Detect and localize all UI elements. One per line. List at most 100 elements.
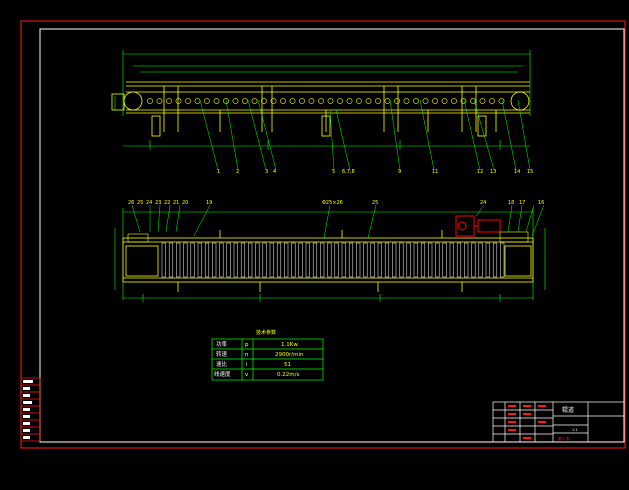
roller-slat bbox=[284, 242, 289, 278]
roller-mark bbox=[498, 98, 505, 104]
outer-frame bbox=[20, 20, 626, 449]
roller-slat bbox=[356, 242, 361, 278]
roller-mark bbox=[318, 98, 324, 104]
roller-slat bbox=[392, 242, 397, 278]
roller-mark bbox=[356, 98, 362, 104]
inner-border bbox=[39, 28, 625, 443]
roller-slat bbox=[176, 242, 181, 278]
roller-slat bbox=[370, 242, 375, 278]
roller-mark bbox=[156, 98, 163, 104]
roller-mark bbox=[460, 98, 467, 104]
part-number: 18 bbox=[508, 200, 514, 206]
spec-value: 51 bbox=[284, 362, 291, 368]
spec-symbol: v bbox=[245, 372, 249, 378]
roller-mark bbox=[337, 98, 343, 104]
part-number: 3 bbox=[265, 169, 268, 175]
roller-slat bbox=[435, 242, 440, 278]
part-number: 13 bbox=[490, 169, 496, 175]
part-number: 14 bbox=[514, 169, 520, 175]
spec-symbol: p bbox=[245, 342, 249, 348]
title-block: 辊道 1:1 第 1 张 bbox=[492, 401, 625, 443]
dimension-label: Φ25×26 bbox=[322, 200, 343, 206]
roller-mark bbox=[441, 98, 448, 104]
roller-slat bbox=[320, 242, 325, 278]
roller-mark bbox=[299, 98, 305, 104]
roller-slat bbox=[413, 242, 418, 278]
roller-mark bbox=[223, 98, 229, 104]
roller-mark bbox=[327, 98, 334, 104]
spec-name: 功率 bbox=[216, 340, 228, 348]
roller-slat bbox=[255, 242, 260, 278]
spec-value: 2900r/min bbox=[275, 352, 304, 358]
roller-slat bbox=[500, 242, 505, 278]
roller-mark bbox=[432, 98, 438, 104]
part-number: 12 bbox=[477, 169, 483, 175]
roller-mark bbox=[375, 98, 381, 104]
spec-table-title: 技术参数 bbox=[256, 329, 276, 336]
roller-slat bbox=[219, 242, 224, 278]
roller-slat bbox=[478, 242, 483, 278]
part-number: 22 bbox=[164, 200, 170, 206]
spec-name: 转速 bbox=[216, 350, 228, 358]
roller-slat bbox=[449, 242, 454, 278]
roller-slat bbox=[204, 242, 210, 278]
sheet-number: 第 1 张 bbox=[558, 436, 570, 441]
spec-value: 0.22m/s bbox=[277, 372, 299, 378]
part-number: 25 bbox=[137, 200, 143, 206]
roller-mark bbox=[232, 98, 239, 104]
roller-slat bbox=[262, 242, 267, 278]
roller-slat bbox=[168, 242, 174, 278]
elevation-view: 1 2 3 4 5 6,7,8 9 11 12 13 14 15 bbox=[111, 50, 533, 175]
roller-mark bbox=[185, 98, 191, 104]
spec-symbol: n bbox=[245, 352, 249, 358]
part-number: 23 bbox=[155, 200, 161, 206]
roller-slat bbox=[420, 242, 426, 278]
roller-slat bbox=[190, 242, 195, 278]
spec-name: 线速度 bbox=[214, 370, 231, 378]
roller-slat bbox=[442, 242, 447, 278]
part-number: 21 bbox=[173, 200, 179, 206]
roller-mark bbox=[204, 98, 210, 104]
roller-slat bbox=[348, 242, 354, 278]
roller-slat bbox=[399, 242, 404, 278]
roller-mark bbox=[489, 98, 495, 104]
roller-slat bbox=[456, 242, 462, 278]
part-number: 6,7,8 bbox=[342, 169, 355, 175]
roller-mark bbox=[365, 98, 372, 104]
spec-table: 技术参数 功率 p 1.1Kw 转速 n 2900r/min 速比 i 51 线… bbox=[211, 329, 324, 381]
roller-mark bbox=[175, 98, 182, 104]
roller-mark bbox=[346, 98, 353, 104]
part-number: 24 bbox=[480, 200, 486, 206]
part-number: 1 bbox=[217, 169, 220, 175]
roller-mark bbox=[166, 98, 172, 104]
plan-view: 26 25 24 23 22 21 20 19 Φ25×26 25 24 18 … bbox=[114, 200, 546, 302]
part-number: 24 bbox=[146, 200, 152, 206]
roller-slat bbox=[298, 242, 303, 278]
part-number: 17 bbox=[519, 200, 525, 206]
roller-slat bbox=[406, 242, 411, 278]
roller-mark bbox=[242, 98, 248, 104]
roller-slat bbox=[363, 242, 368, 278]
roller-slat bbox=[226, 242, 231, 278]
part-number: 16 bbox=[538, 200, 544, 206]
roller-slat bbox=[305, 242, 310, 278]
part-number: 25 bbox=[372, 200, 378, 206]
roller-slat bbox=[197, 242, 202, 278]
side-table bbox=[20, 377, 41, 442]
part-number: 4 bbox=[273, 169, 276, 175]
part-number: 19 bbox=[206, 200, 212, 206]
roller-mark bbox=[213, 98, 220, 104]
part-number: 15 bbox=[527, 169, 533, 175]
roller-slat bbox=[464, 242, 469, 278]
roller-mark bbox=[451, 98, 457, 104]
roller-slat bbox=[384, 242, 390, 278]
roller-mark bbox=[308, 98, 315, 104]
roller-mark bbox=[280, 98, 286, 104]
roller-slat bbox=[327, 242, 332, 278]
spec-name: 速比 bbox=[216, 360, 228, 368]
roller-slat bbox=[161, 242, 166, 278]
drawing-scale: 1:1 bbox=[572, 428, 578, 432]
roller-slat bbox=[276, 242, 282, 278]
roller-mark bbox=[394, 98, 400, 104]
